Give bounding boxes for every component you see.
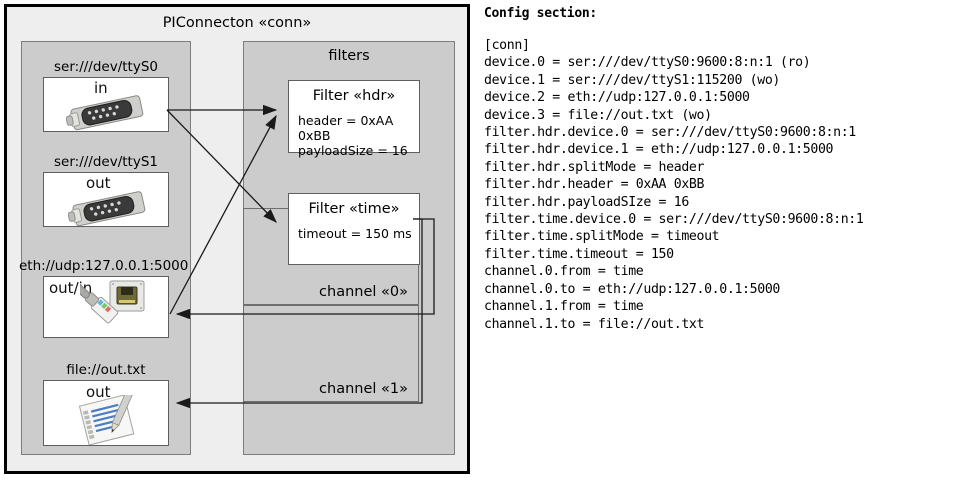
device-box-file[interactable]: out: [43, 380, 169, 446]
filter-hdr-props: header = 0xAA 0xBB payloadSize = 16: [289, 104, 419, 158]
device-io-file: out: [86, 383, 111, 401]
device-node-file[interactable]: file://out.txt out: [32, 362, 180, 446]
device-label-serial1: ser:///dev/ttyS1: [54, 154, 158, 170]
diagram-frame: PIConnecton «conn» filters channel «0» c…: [4, 4, 470, 474]
channel-1-label: channel «1»: [319, 381, 408, 397]
filter-hdr-prop-1: payloadSize = 16: [298, 143, 408, 158]
filter-hdr-title: Filter «hdr»: [312, 88, 396, 104]
device-label-file: file://out.txt: [66, 362, 146, 378]
device-node-ethernet[interactable]: eth://udp:127.0.0.1:5000 out/in: [17, 258, 189, 338]
config-heading: Config section:: [484, 6, 597, 21]
config-section: Config section: [conn] device.0 = ser://…: [484, 6, 954, 333]
filter-hdr-prop-0: header = 0xAA 0xBB: [298, 113, 394, 143]
device-io-serial1: out: [86, 174, 111, 192]
device-node-serial0[interactable]: ser:///dev/ttyS0 in: [32, 59, 180, 132]
device-box-ethernet[interactable]: out/in: [43, 276, 169, 338]
filter-time-prop-0: timeout = 150 ms: [298, 226, 412, 241]
filter-time-title: Filter «time»: [308, 201, 400, 217]
filters-group-label: filters: [328, 48, 370, 64]
page-title: PIConnecton «conn»: [162, 15, 312, 31]
device-label-ethernet: eth://udp:127.0.0.1:5000: [19, 258, 189, 274]
filter-node-hdr[interactable]: Filter «hdr» header = 0xAA 0xBB payloadS…: [288, 80, 420, 158]
channel-box-1: channel «1»: [243, 305, 419, 402]
device-label-serial0: ser:///dev/ttyS0: [54, 59, 158, 75]
config-text: [conn] device.0 = ser:///dev/ttyS0:9600:…: [484, 38, 864, 332]
channel-0-label: channel «0»: [319, 284, 408, 300]
device-node-serial1[interactable]: ser:///dev/ttyS1 out: [32, 154, 180, 227]
device-box-serial1[interactable]: out: [43, 172, 169, 227]
device-io-serial0: in: [94, 79, 108, 97]
device-box-serial0[interactable]: in: [43, 77, 169, 132]
filter-node-time[interactable]: Filter «time» timeout = 150 ms: [288, 193, 420, 265]
filter-time-props: timeout = 150 ms: [289, 217, 419, 241]
